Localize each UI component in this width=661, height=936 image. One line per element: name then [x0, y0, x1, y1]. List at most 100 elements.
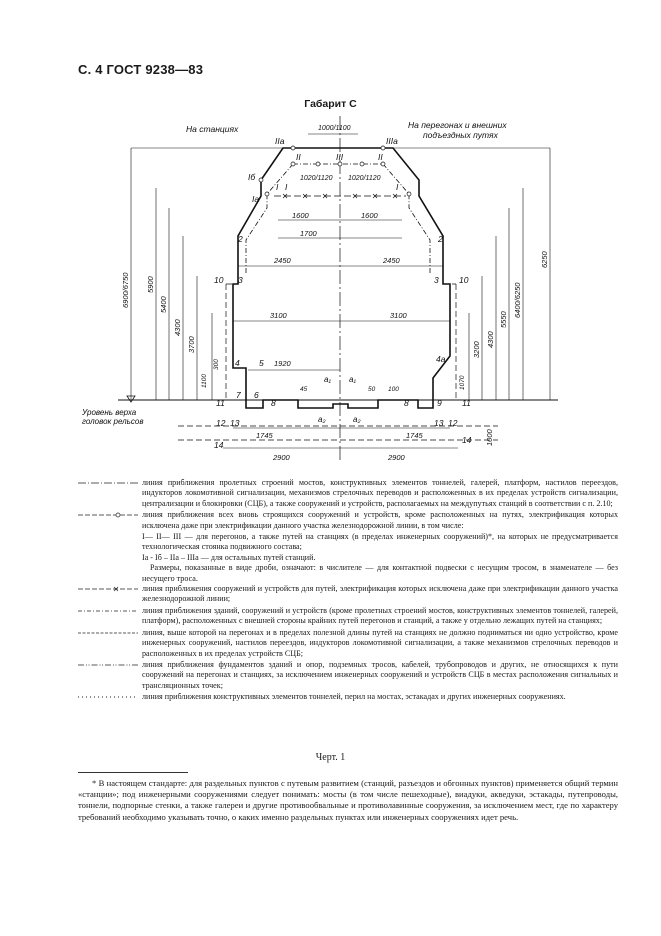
- width-1700: 1700: [300, 229, 318, 238]
- legend-text: линия приближения зданий, сооружений и у…: [142, 605, 618, 626]
- label-11-right: 11: [462, 398, 471, 408]
- width-1600-left: 1600: [292, 211, 310, 220]
- dim-100: 100: [388, 386, 399, 393]
- dim-1100: 1100: [201, 374, 208, 388]
- label-3-right: 3: [434, 275, 439, 285]
- width-2450-right: 2450: [382, 256, 401, 265]
- height-4300: 4300: [173, 318, 182, 336]
- dashdot-line-icon: [78, 479, 142, 487]
- height-5400: 5400: [159, 295, 168, 313]
- height-1000: 1000: [485, 428, 494, 446]
- vertical-dimension-lines: [130, 147, 551, 400]
- width-1745-left: 1745: [256, 431, 274, 440]
- label-6: 6: [254, 390, 259, 400]
- height-6250: 6250: [540, 250, 549, 268]
- footnote-divider: [78, 772, 188, 773]
- legend-item: линия, выше которой на перегонах и в пре…: [78, 628, 618, 659]
- legend-text: линия, выше которой на перегонах и в пре…: [142, 627, 618, 658]
- rail-label-line1: Уровень верха: [81, 408, 137, 417]
- dashdotdot-line-icon: [78, 661, 142, 669]
- legend-text: линия приближения сооружений и устройств…: [142, 584, 618, 604]
- dim-50: 50: [368, 386, 376, 393]
- figure-caption: Черт. 1: [315, 752, 346, 763]
- legend-text: линия приближения пролетных строений мос…: [142, 478, 618, 508]
- contour-I-II-III: [293, 163, 431, 273]
- height-5900: 5900: [146, 275, 155, 293]
- label-2-left: 2: [237, 234, 243, 244]
- label-2-right: 2: [437, 234, 443, 244]
- label-10-right: 10: [459, 275, 469, 285]
- label-Ia: Iа: [252, 194, 259, 204]
- height-6900: 6900/6750: [121, 272, 130, 308]
- label-7: 7: [236, 390, 241, 400]
- label-Ib: Iб: [248, 172, 256, 182]
- label-3-left: 3: [238, 275, 243, 285]
- dim-top: 1000/1100: [318, 125, 351, 132]
- dashed-side-lines: [178, 283, 498, 441]
- dim-300: 300: [213, 359, 220, 370]
- contour-points: [258, 145, 412, 197]
- height-3700: 3700: [187, 335, 196, 353]
- label-I-left: I: [276, 182, 279, 192]
- dim-top-left: 1020/1120: [300, 175, 333, 182]
- dash-circle-line-icon: [78, 511, 142, 519]
- a2-left: a₂: [318, 415, 326, 424]
- footnote: * В настоящем стандарте: для раздельных …: [78, 778, 618, 822]
- dashdot2-line-icon: [78, 607, 142, 615]
- dash-cross-line-icon: [78, 585, 142, 593]
- label-II-right: II: [378, 152, 383, 162]
- label-12-right: 12: [448, 418, 458, 428]
- height-6400: 6400/6250: [513, 282, 522, 318]
- right-title-line1: На перегонах и внешних: [408, 120, 507, 130]
- page-header: С. 4 ГОСТ 9238—83: [78, 62, 204, 77]
- clearance-gauge-diagram: На станциях На перегонах и внешних подъе…: [81, 116, 558, 463]
- label-13-right: 13: [434, 418, 444, 428]
- width-3100-right: 3100: [390, 311, 408, 320]
- legend-item: линия приближения зданий, сооружений и у…: [78, 606, 618, 627]
- label-11-left: 11: [216, 398, 225, 408]
- dotted-line-icon: [78, 693, 142, 701]
- height-3200: 3200: [472, 340, 481, 358]
- a1-left: a₁: [324, 375, 331, 384]
- horizontal-dimension-lines: [223, 133, 458, 449]
- right-title-line2: подъездных путях: [423, 130, 499, 140]
- label-III: III: [336, 152, 344, 162]
- legend-note: Размеры, показанные в виде дроби, означа…: [142, 563, 618, 583]
- dim-top-right: 1020/1120: [348, 175, 381, 182]
- width-1920: 1920: [274, 359, 292, 368]
- label-14-left: 14: [214, 440, 224, 450]
- label-IIa: IIа: [275, 136, 285, 146]
- longdash-line-icon: [78, 629, 142, 637]
- legend-note: Iа - Iб – IIа – IIIа — для остальных пут…: [142, 552, 316, 562]
- legend-text: линия приближения всех вновь строящихся …: [142, 510, 618, 530]
- width-1600-right: 1600: [361, 211, 379, 220]
- cross-line: [274, 193, 406, 199]
- label-13-left: 13: [230, 418, 240, 428]
- label-12-left: 12: [216, 418, 226, 428]
- label-9: 9: [437, 398, 442, 408]
- gauge-outline: [232, 147, 451, 409]
- label-II-left: II: [296, 152, 301, 162]
- width-2450-left: 2450: [273, 256, 292, 265]
- a1-right: a₁: [349, 375, 356, 384]
- width-2900-left: 2900: [272, 453, 291, 462]
- legend-item: линия приближения всех вновь строящихся …: [78, 510, 618, 531]
- rail-level-marker-icon: [126, 395, 136, 403]
- label-14-right: 14: [462, 435, 472, 445]
- height-4300-right: 4300: [486, 330, 495, 348]
- label-IIIa: IIIа: [386, 136, 398, 146]
- width-3100-left: 3100: [270, 311, 288, 320]
- dim-45: 45: [300, 386, 308, 393]
- label-8-left: 8: [271, 398, 276, 408]
- width-2900-right: 2900: [387, 453, 406, 462]
- label-10-left: 10: [214, 275, 224, 285]
- label-4a: 4а: [436, 354, 446, 364]
- legend-item: линия приближения пролетных строений мос…: [78, 478, 618, 509]
- label-I-right: I: [396, 182, 399, 192]
- height-5550: 5550: [499, 310, 508, 328]
- legend-item: линия приближения конструктивных элемент…: [78, 692, 618, 702]
- label-8-right: 8: [404, 398, 409, 408]
- legend-item: линия приближения сооружений и устройств…: [78, 584, 618, 605]
- legend-text: линия приближения конструктивных элемент…: [142, 692, 566, 702]
- legend-item: линия приближения фундаментов зданий и о…: [78, 660, 618, 691]
